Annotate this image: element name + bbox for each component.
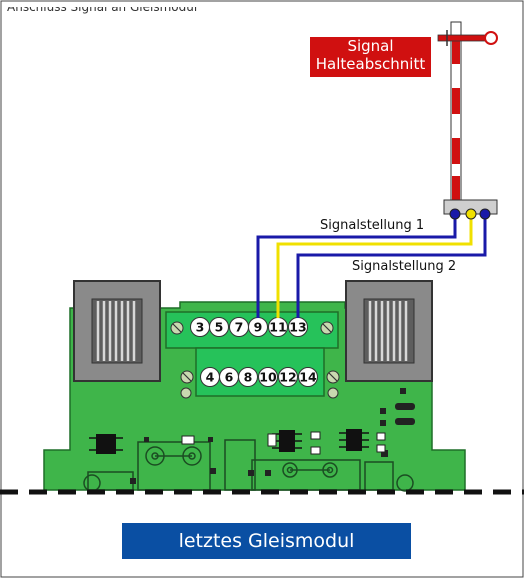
terminal-9: 9 (254, 320, 263, 335)
rj-connector-right (345, 280, 433, 382)
terminal-13: 13 (289, 320, 306, 335)
header-caption: Anschluss Signal an Gleismodul (7, 0, 198, 14)
letztes-gleismodul-label: letztes Gleismodul (122, 523, 411, 559)
wires (256, 215, 487, 318)
terminal-6: 6 (225, 370, 234, 385)
terminal-10: 10 (259, 370, 277, 385)
rj-connector-left (73, 280, 161, 382)
wire-label-signalstellung-2: Signalstellung 2 (352, 259, 457, 274)
terminal-11: 11 (269, 320, 286, 335)
signal-label-line1: Signal (347, 37, 394, 55)
terminal-12: 12 (279, 370, 296, 385)
signal-halteabschnitt-label: Signal Halteabschnitt (310, 37, 431, 77)
terminal-3: 3 (196, 320, 205, 335)
terminal-row-bottom: 4 6 8 10 12 14 (200, 367, 318, 387)
terminal-7: 7 (235, 320, 244, 335)
signal-mast (437, 21, 498, 215)
terminal-5: 5 (215, 320, 224, 335)
terminal-8: 8 (244, 370, 253, 385)
terminal-14: 14 (299, 370, 317, 385)
terminal-4: 4 (206, 370, 215, 385)
signal-label-line2: Halteabschnitt (315, 55, 426, 73)
wire-label-signalstellung-1: Signalstellung 1 (320, 218, 425, 233)
terminal-row-top: 3 5 7 9 11 13 (190, 317, 308, 337)
wire-terminals (449, 208, 491, 220)
